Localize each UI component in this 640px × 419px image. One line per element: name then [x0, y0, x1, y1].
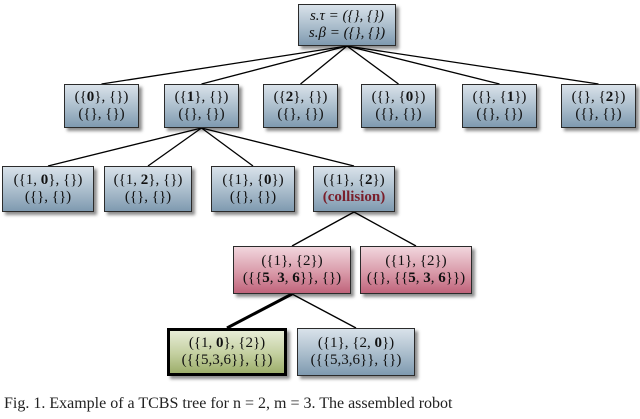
- tree-edge-root-n5: [346, 45, 500, 85]
- tree-edge-n2-n9: [201, 127, 254, 167]
- node-label-line1: ({1, 0}, {2}): [188, 335, 266, 351]
- node-label-line2: ({}, {}): [178, 106, 225, 122]
- tree-node-n4: ({}, {0})({}, {}): [361, 84, 436, 128]
- node-label-line1: ({1}, {2}): [323, 172, 385, 188]
- tree-node-n3: ({2}, {})({}, {}): [263, 84, 338, 128]
- figure-caption: Fig. 1. Example of a TCBS tree for n = 2…: [4, 395, 453, 412]
- node-label-line1: ({0}, {}): [74, 89, 129, 105]
- tree-edge-n2-n8: [147, 127, 202, 167]
- node-label-line2: ({}, {}): [229, 189, 277, 205]
- tree-node-n14: ({1}, {2, 0})({{5,3,6}}, {}): [297, 328, 415, 376]
- node-label-line2: ({}, {}): [78, 106, 125, 122]
- tree-node-n11: ({1}, {2})({{5, 3, 6}}, {}): [233, 246, 351, 294]
- tree-edge-n10-n12: [353, 211, 417, 247]
- node-label-line1: ({1}, {2, 0}): [317, 335, 395, 351]
- tree-edge-root-n2: [201, 45, 348, 85]
- node-label-line2: ({}, {}): [575, 106, 622, 122]
- tree-node-n13: ({1, 0}, {2})({{5,3,6}}, {}): [167, 328, 287, 376]
- tree-node-root: s.τ = ({}, {})s.β = ({}, {}): [298, 4, 396, 46]
- node-label-line2: ({}, {}): [277, 106, 324, 122]
- tree-edge-root-n6: [346, 45, 599, 85]
- tree-node-n7: ({1, 0}, {})({}, {}): [2, 166, 94, 212]
- node-label-line2: ({{5,3,6}}, {}): [181, 352, 273, 368]
- tree-edge-n2-n7: [47, 127, 202, 167]
- tree-diagram: [47, 45, 599, 330]
- node-label-line2: ({{5,3,6}}, {}): [310, 352, 402, 368]
- node-label-line2: ({}, {}): [476, 106, 523, 122]
- node-label-line1: ({1, 2}, {}): [113, 172, 183, 188]
- tree-node-n8: ({1, 2}, {})({}, {}): [104, 166, 192, 212]
- node-label-line2: ({}, {}): [124, 189, 172, 205]
- tree-node-n5: ({}, {1})({}, {}): [462, 84, 537, 128]
- tree-edge-root-n1: [101, 45, 348, 85]
- node-label-line1: ({}, {1}): [472, 89, 527, 105]
- node-label-line1: ({1}, {0}): [222, 172, 284, 188]
- node-label-line2: (collision): [322, 189, 386, 205]
- tree-node-n2: ({1}, {})({}, {}): [164, 84, 239, 128]
- tree-edge-n10-n11: [291, 211, 355, 247]
- tree-node-n1: ({0}, {})({}, {}): [64, 84, 139, 128]
- node-label-line1: ({2}, {}): [273, 89, 328, 105]
- tree-node-n12: ({1}, {2})({}, {{5, 3, 6}}): [360, 246, 472, 294]
- node-label-line1: s.τ = ({}, {}): [309, 8, 385, 24]
- tree-node-n6: ({}, {2})({}, {}): [561, 84, 636, 128]
- node-label-line2: ({}, {}): [375, 106, 422, 122]
- tree-edge-n11-n14: [291, 293, 357, 329]
- node-label-line1: ({1}, {2}): [261, 253, 323, 269]
- node-label-line2: s.β = ({}, {}): [308, 25, 386, 41]
- tree-edge-n2-n10: [201, 127, 355, 167]
- tree-node-n9: ({1}, {0})({}, {}): [211, 166, 295, 212]
- node-label-line2: ({{5, 3, 6}}, {}): [242, 270, 342, 286]
- node-label-line1: ({1}, {}): [174, 89, 229, 105]
- tree-node-n10: ({1}, {2})(collision): [313, 166, 395, 212]
- node-label-line2: ({}, {{5, 3, 6}}): [366, 270, 466, 286]
- node-label-line2: ({}, {}): [24, 189, 72, 205]
- tree-edge-root-n3: [300, 45, 348, 85]
- node-label-line1: ({1, 0}, {}): [13, 172, 83, 188]
- tree-edge-root-n4: [346, 45, 399, 85]
- node-label-line1: ({}, {0}): [371, 89, 426, 105]
- node-label-line1: ({1}, {2}): [385, 253, 447, 269]
- node-label-line1: ({}, {2}): [571, 89, 626, 105]
- tree-edge-n11-n13: [226, 292, 293, 330]
